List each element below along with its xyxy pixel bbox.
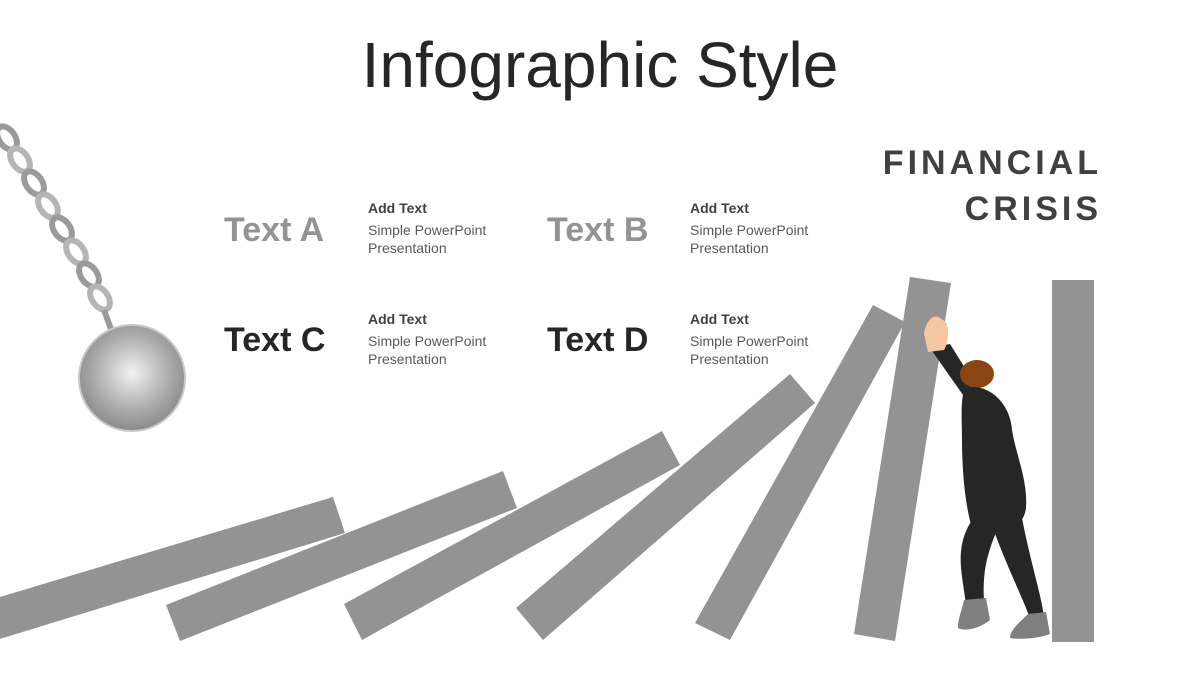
item-label-a: Text A <box>224 211 325 249</box>
item-body-b: Simple PowerPoint Presentation <box>690 222 809 256</box>
headline-line2: CRISIS <box>964 190 1102 228</box>
item-body-c: Simple PowerPoint Presentation <box>368 333 487 367</box>
item-heading-a: Add Text <box>368 200 427 216</box>
domino-2 <box>166 471 517 641</box>
chain-icon <box>0 123 115 334</box>
domino-4 <box>516 374 815 640</box>
item-desc-d: Add Text Simple PowerPoint Presentation <box>690 311 860 368</box>
domino-7 <box>1052 280 1094 642</box>
dominoes <box>0 277 1094 642</box>
item-label-d: Text D <box>547 321 649 359</box>
wrecking-ball-icon <box>78 324 186 432</box>
domino-6 <box>854 277 951 641</box>
headline-line1: FINANCIAL <box>882 144 1102 182</box>
item-desc-b: Add Text Simple PowerPoint Presentation <box>690 200 860 257</box>
domino-1 <box>0 497 345 639</box>
domino-5 <box>695 305 905 640</box>
item-heading-b: Add Text <box>690 200 749 216</box>
item-body-d: Simple PowerPoint Presentation <box>690 333 809 367</box>
item-body-a: Simple PowerPoint Presentation <box>368 222 487 256</box>
item-desc-a: Add Text Simple PowerPoint Presentation <box>368 200 538 257</box>
item-label-b: Text B <box>547 211 649 249</box>
pushing-person-icon <box>924 316 1050 639</box>
domino-3 <box>344 431 680 640</box>
item-label-c: Text C <box>224 321 326 359</box>
item-heading-c: Add Text <box>368 311 427 327</box>
slide-title: Infographic Style <box>361 29 839 101</box>
item-heading-d: Add Text <box>690 311 749 327</box>
item-desc-c: Add Text Simple PowerPoint Presentation <box>368 311 538 368</box>
